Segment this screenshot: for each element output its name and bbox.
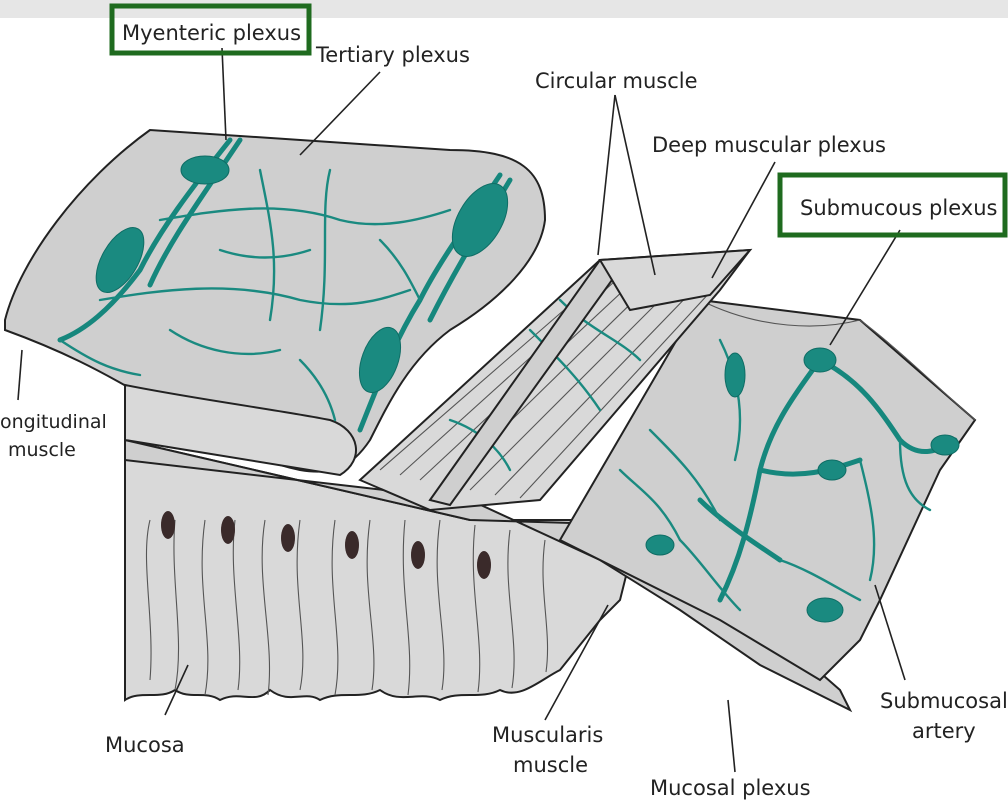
label-deep-muscular-plexus: Deep muscular plexus	[652, 133, 886, 157]
top-band	[0, 0, 1008, 18]
label-circular-muscle: Circular muscle	[535, 69, 698, 93]
label-longitudinal-muscle-line2: muscle	[8, 439, 76, 461]
label-submucosal-artery-line2: artery	[912, 719, 976, 743]
label-mucosal-plexus: Mucosal plexus	[650, 776, 811, 800]
label-submucous-plexus: Submucous plexus	[800, 196, 997, 220]
label-muscularis-muscle-line2: muscle	[513, 753, 588, 777]
label-mucosa: Mucosa	[105, 733, 185, 757]
label-submucosal-artery-line1: Submucosal	[880, 689, 1008, 713]
label-myenteric-plexus: Myenteric plexus	[122, 21, 301, 45]
label-tertiary-plexus: Tertiary plexus	[315, 43, 470, 67]
label-longitudinal-muscle-line1: ongitudinal	[0, 411, 107, 433]
label-muscularis-muscle-line1: Muscularis	[492, 723, 603, 747]
